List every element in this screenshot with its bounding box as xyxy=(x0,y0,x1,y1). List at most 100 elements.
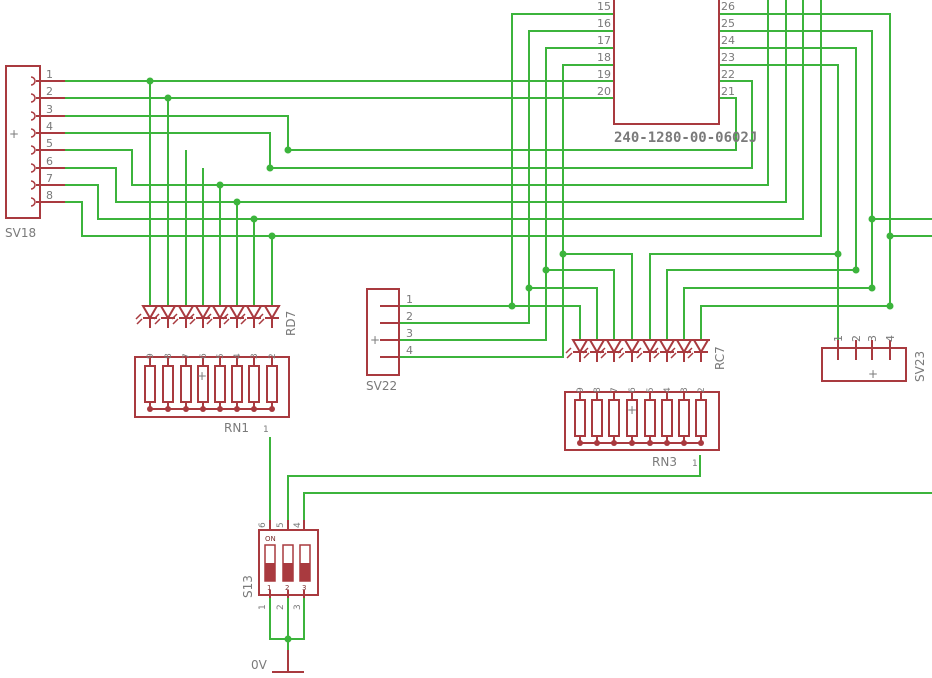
ground-symbol: 0V xyxy=(251,650,304,673)
rc7-label: RC7 xyxy=(713,346,727,370)
sv18-pin-label: 8 xyxy=(46,189,53,202)
chip-pin-label: 26 xyxy=(721,0,735,13)
rd7-led-7 xyxy=(239,305,263,328)
junction xyxy=(542,266,550,274)
s13-switch-2-knob xyxy=(283,563,293,581)
junction xyxy=(852,266,860,274)
junction xyxy=(868,215,876,223)
rn1-plus: + xyxy=(197,369,207,383)
s13-pin-label: 6 xyxy=(258,522,268,528)
rd7-led-array[interactable]: RD7 xyxy=(135,305,298,336)
rn1-resistor-8: 8 xyxy=(162,353,174,412)
rn3-pin-label: 7 xyxy=(610,387,620,393)
rc7-led-array[interactable]: RC7 xyxy=(565,339,727,370)
rc7-led-1 xyxy=(565,339,589,362)
s13-pin-label: 3 xyxy=(293,604,303,610)
junction xyxy=(834,250,842,258)
wire-rc7-c xyxy=(529,287,598,340)
sv18-pin-leads xyxy=(36,80,65,203)
s13-pin-label: 5 xyxy=(276,522,286,528)
wire-rn3-s13 xyxy=(287,455,701,520)
junction xyxy=(886,302,894,310)
sv22-plus: + xyxy=(370,333,380,347)
junction xyxy=(559,250,567,258)
rn3-pin-label: 9 xyxy=(576,387,586,393)
rn1-resistor-6: 6 xyxy=(197,353,209,412)
rc7-leds xyxy=(565,339,710,362)
sv18-pin-label: 3 xyxy=(46,103,53,116)
rn1-pin-label: 3 xyxy=(250,353,260,359)
sv18-pin-label: 4 xyxy=(46,120,53,133)
rn1-pin-label: 4 xyxy=(233,353,243,359)
sv18-pin-label: 6 xyxy=(46,155,53,168)
sv18-connector[interactable]: 1 2 3 4 5 6 7 8 + SV18 xyxy=(5,65,65,240)
wire-chip24 xyxy=(719,47,857,270)
rn3-resistor-3: 3 xyxy=(678,387,690,446)
junctions xyxy=(146,77,894,643)
junction xyxy=(508,302,516,310)
wire-sv18-3 xyxy=(65,115,289,150)
rn1-resistor-9: 9 xyxy=(144,353,156,412)
sv18-pin-label: 5 xyxy=(46,137,53,150)
s13-label: S13 xyxy=(241,575,255,598)
wire-sv18-4 xyxy=(65,132,271,168)
rn3-resistor-2: 2 xyxy=(695,387,707,446)
rn1-resistor-7: 7 xyxy=(180,353,192,412)
wire-chip21 xyxy=(288,97,737,151)
s13-pin-label: 2 xyxy=(276,604,286,610)
junction xyxy=(164,94,172,102)
junction xyxy=(250,215,258,223)
rn3-resistor-9: 9 xyxy=(574,387,586,446)
wire-chip26 xyxy=(719,13,891,306)
rn3-resistor-8: 8 xyxy=(591,387,603,446)
rn1-common-pin: 1 xyxy=(263,425,269,435)
rn1-pin-label: 6 xyxy=(199,353,209,359)
connector-chip[interactable]: 15 16 17 18 19 20 26 25 24 23 22 21 240-… xyxy=(597,0,757,146)
chip-pin-label: 20 xyxy=(597,85,611,98)
sv23-body xyxy=(821,347,907,382)
chip-pin-label: 21 xyxy=(721,85,735,98)
wire-chip25 xyxy=(719,30,873,288)
chip-body xyxy=(613,0,720,125)
junction xyxy=(868,284,876,292)
rn3-pin-label: 8 xyxy=(593,387,603,393)
chip-right-pin-labels: 26 25 24 23 22 21 xyxy=(721,0,735,98)
sv23-pin-label: 4 xyxy=(884,335,897,342)
rn1-resistor-2: 2 xyxy=(266,353,278,412)
s13-switches xyxy=(264,544,311,582)
wire-top-b xyxy=(65,0,787,203)
s13-switch-number: 2 xyxy=(285,584,289,592)
rn3-resistor-4: 4 xyxy=(661,387,673,446)
chip-pin-label: 25 xyxy=(721,17,735,30)
junction xyxy=(216,181,224,189)
chip-pin-label: 19 xyxy=(597,68,611,81)
sv22-pin-label: 1 xyxy=(406,293,413,306)
wire-rc7-e xyxy=(649,253,838,340)
sv18-plus: + xyxy=(9,127,19,141)
sv18-pins xyxy=(30,76,65,207)
sv23-pin-label: 1 xyxy=(832,335,845,342)
rn3-common-pin: 1 xyxy=(692,459,698,469)
junction xyxy=(525,284,533,292)
sv22-body xyxy=(366,288,400,376)
rn3-resistor-5: 5 xyxy=(644,387,656,446)
rn1-pin-label: 2 xyxy=(268,353,278,359)
sv18-body xyxy=(5,65,41,219)
s13-dip-switch[interactable]: ON 1 2 3 6 5 4 1 2 3 S13 xyxy=(241,520,319,610)
wire-chip15-sv22-1 xyxy=(400,13,614,307)
rn1-pin-label: 7 xyxy=(182,353,192,359)
sv22-pin-label: 3 xyxy=(406,327,413,340)
junction xyxy=(146,77,154,85)
sv18-pin-label: 2 xyxy=(46,85,53,98)
rn1-body xyxy=(134,356,290,418)
sv23-connector[interactable]: 1 2 3 4 + SV23 xyxy=(821,335,927,382)
rn3-plus: + xyxy=(627,403,637,417)
sv22-connector[interactable]: 1 2 3 4 + SV22 xyxy=(366,288,413,393)
sv18-pin-label: 7 xyxy=(46,172,53,185)
chip-pin-label: 23 xyxy=(721,51,735,64)
